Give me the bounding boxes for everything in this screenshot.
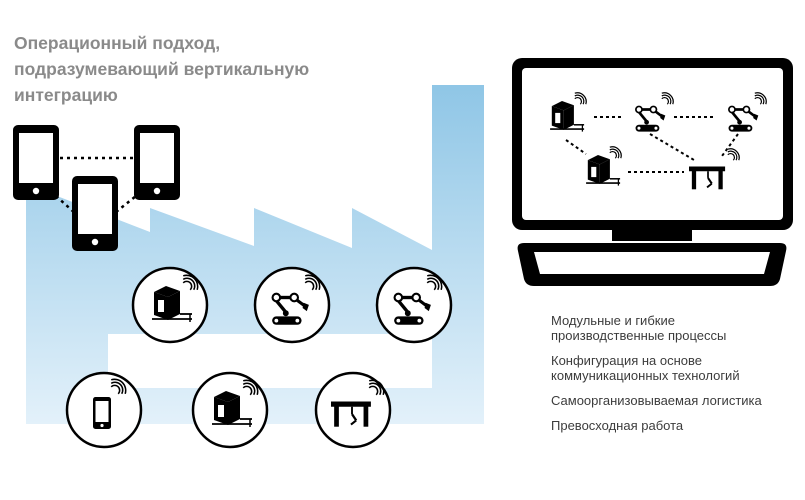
feature-item-line: Модульные и гибкие — [551, 313, 675, 328]
feature-item-line: Превосходная работа — [551, 418, 684, 433]
feature-item-line: производственные процессы — [551, 328, 727, 343]
factory-node — [131, 266, 209, 344]
diagram-title: Операционный подход, подразумевающий вер… — [14, 30, 354, 108]
feature-list: Модульные и гибкие производственные проц… — [551, 313, 801, 443]
factory-node — [191, 371, 269, 449]
monitor-network-links — [565, 116, 739, 173]
smartphone-icon — [72, 176, 118, 251]
smartphone-icon — [93, 397, 111, 429]
feature-item-line: Самоорганизовываемая логистика — [551, 393, 762, 408]
factory-node — [253, 266, 331, 344]
factory-node — [65, 371, 143, 449]
factory-node — [375, 266, 453, 344]
factory-inner-window — [108, 334, 432, 388]
feature-item: Превосходная работа — [551, 418, 801, 433]
monitor-illustration — [512, 58, 793, 286]
feature-item: Конфигурация на основе коммуникационных … — [551, 353, 801, 383]
smartphone-icon — [134, 125, 180, 200]
feature-item: Модульные и гибкие производственные проц… — [551, 313, 801, 343]
feature-item: Самоорганизовываемая логистика — [551, 393, 801, 408]
feature-item-line: коммуникационных технологий — [551, 368, 740, 383]
title-line: интеграцию — [14, 85, 118, 105]
title-line: Операционный подход, — [14, 33, 221, 53]
title-line: подразумевающий вертикальную — [14, 59, 310, 79]
feature-item-line: Конфигурация на основе — [551, 353, 703, 368]
phone-cluster — [13, 125, 180, 251]
smartphone-icon — [13, 125, 59, 200]
factory-node — [314, 371, 392, 449]
